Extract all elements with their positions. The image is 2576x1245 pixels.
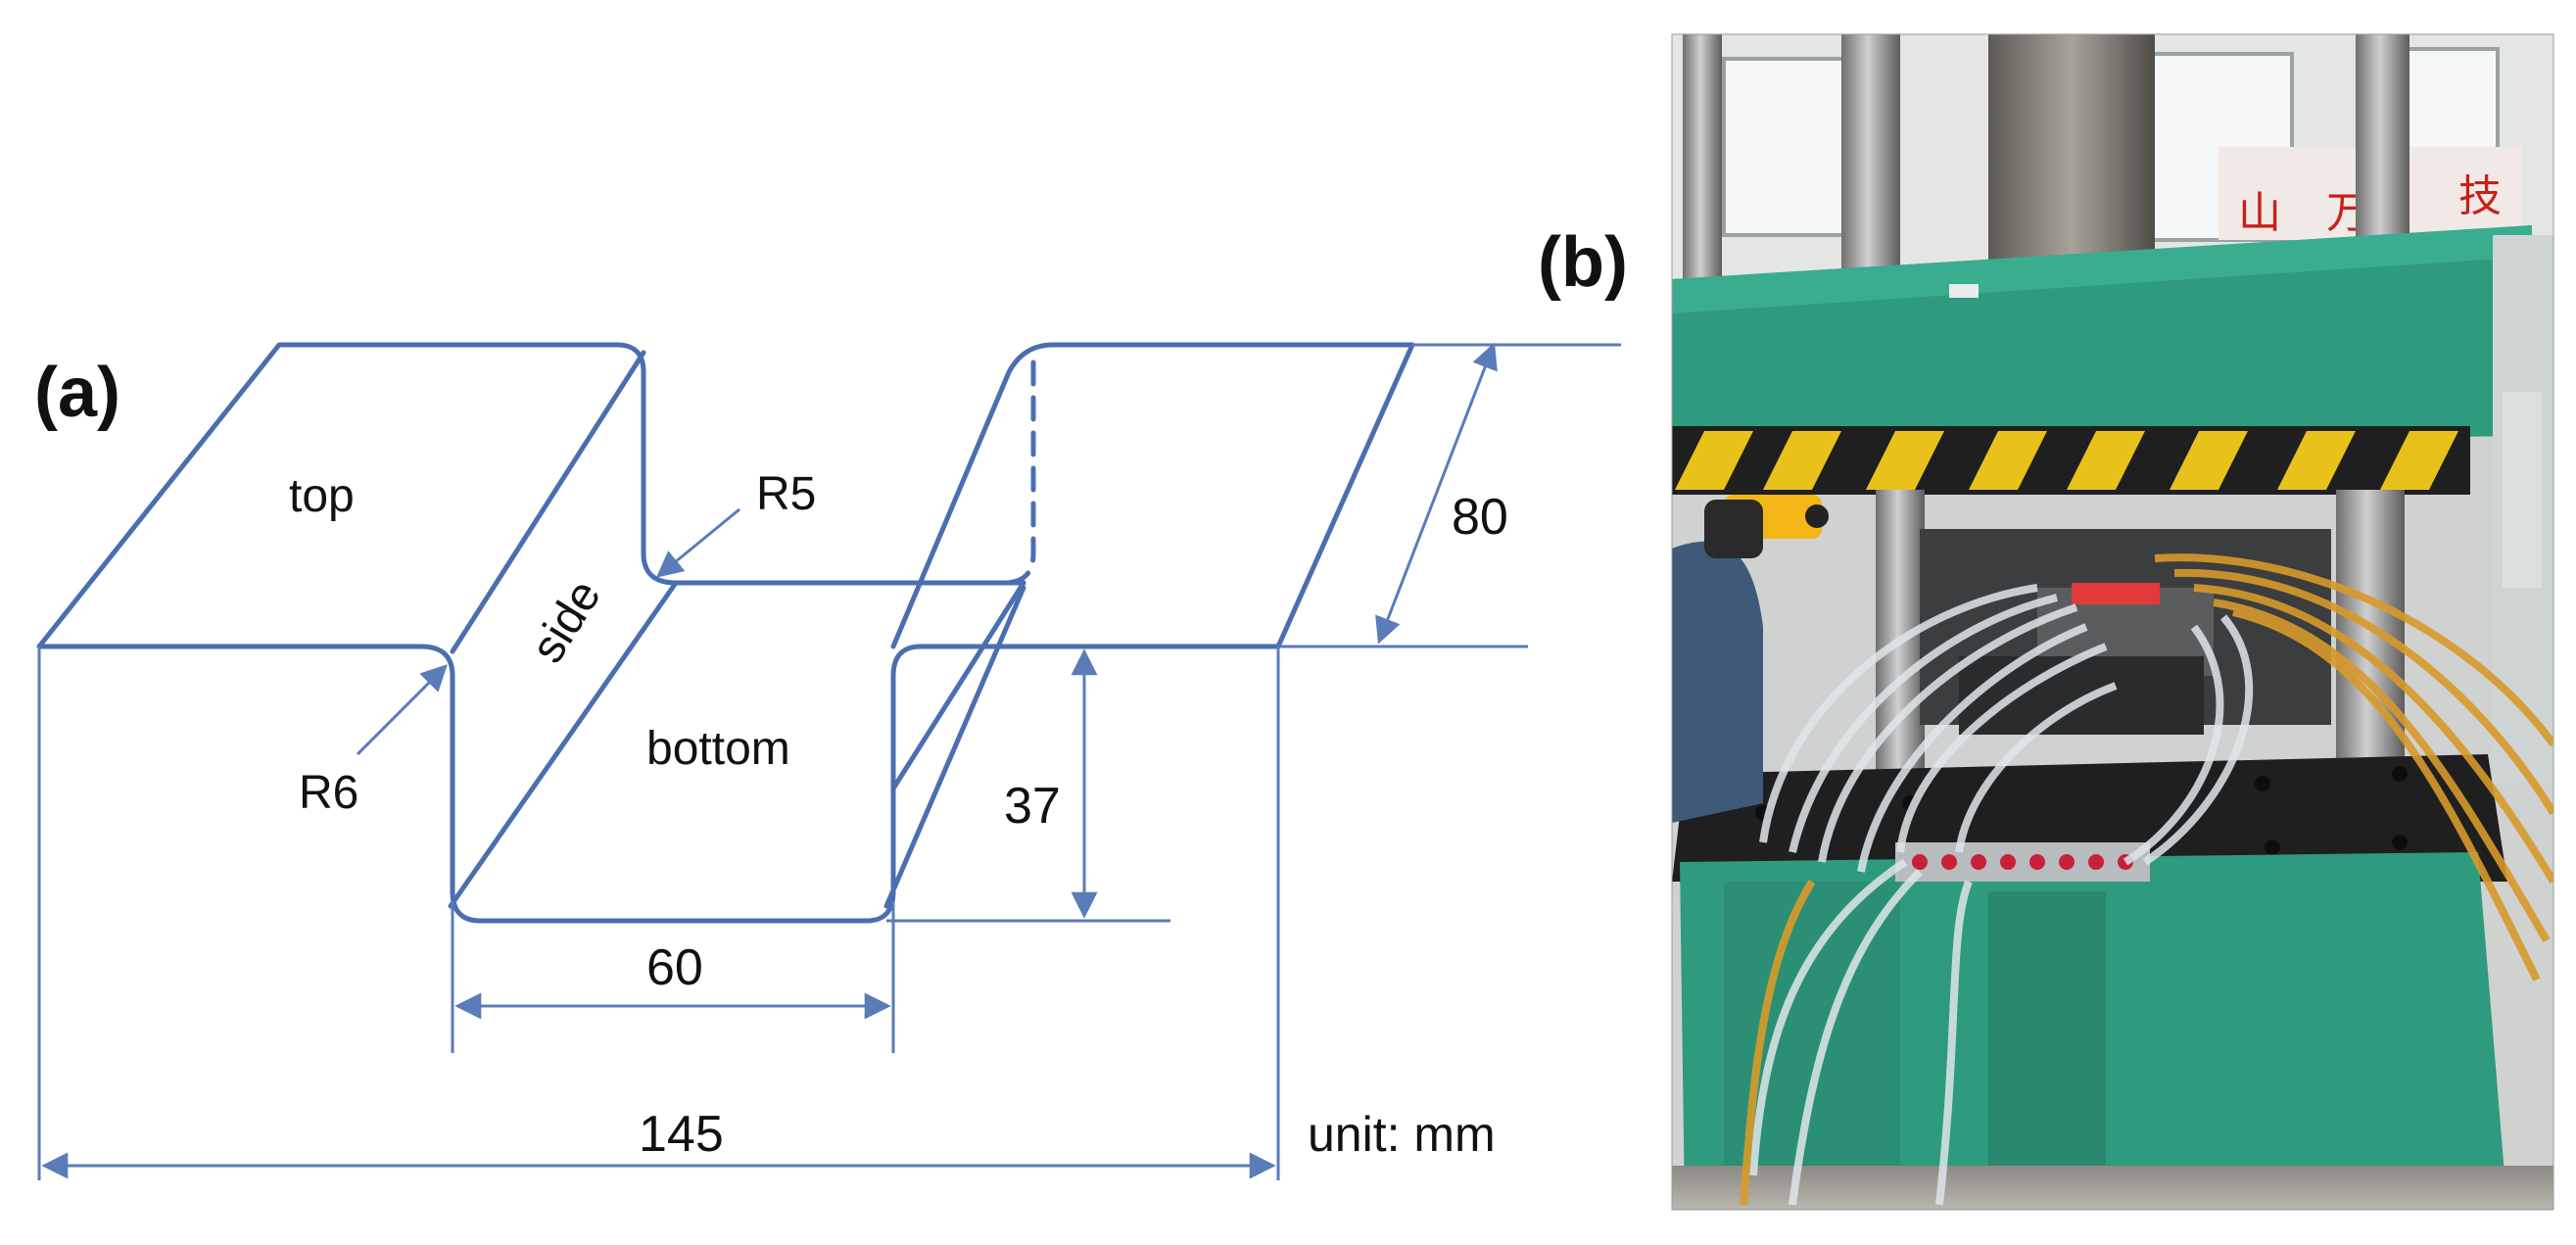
dimension-depth	[1278, 342, 1621, 648]
radius-r6-label: R6	[299, 767, 358, 819]
dimension-height	[886, 648, 1170, 923]
face-side-label: side	[521, 571, 611, 672]
channel-part-outline	[36, 342, 1415, 924]
dimension-depth-value: 80	[1452, 489, 1508, 546]
dimension-bottom-width-value: 60	[646, 939, 703, 996]
dimension-total-width-value: 145	[639, 1106, 724, 1163]
sign-char-1: 山	[2238, 189, 2281, 237]
dimension-bottom-width	[451, 901, 895, 1053]
press-photo: 山 万 技	[1671, 33, 2554, 1211]
hazard-stripe	[1672, 426, 2470, 495]
sign-char-3: 技	[2458, 172, 2502, 220]
radius-r5-label: R5	[756, 468, 816, 520]
unit-note: unit: mm	[1308, 1107, 1496, 1162]
dimension-height-value: 37	[1004, 778, 1061, 835]
face-top-label: top	[289, 470, 355, 522]
dimension-total-width	[37, 646, 1280, 1180]
panel-b: (b) 山 万 技	[1538, 33, 2554, 1211]
r6-leader	[356, 664, 448, 756]
panel-a-label: (a)	[34, 354, 120, 432]
r5-leader	[655, 507, 740, 578]
infrared-thermometer	[1672, 495, 1829, 823]
panel-b-label: (b)	[1538, 223, 1628, 302]
face-bottom-label: bottom	[646, 723, 790, 775]
panel-a: (a) top side bottom R5 R6	[34, 342, 1621, 1180]
